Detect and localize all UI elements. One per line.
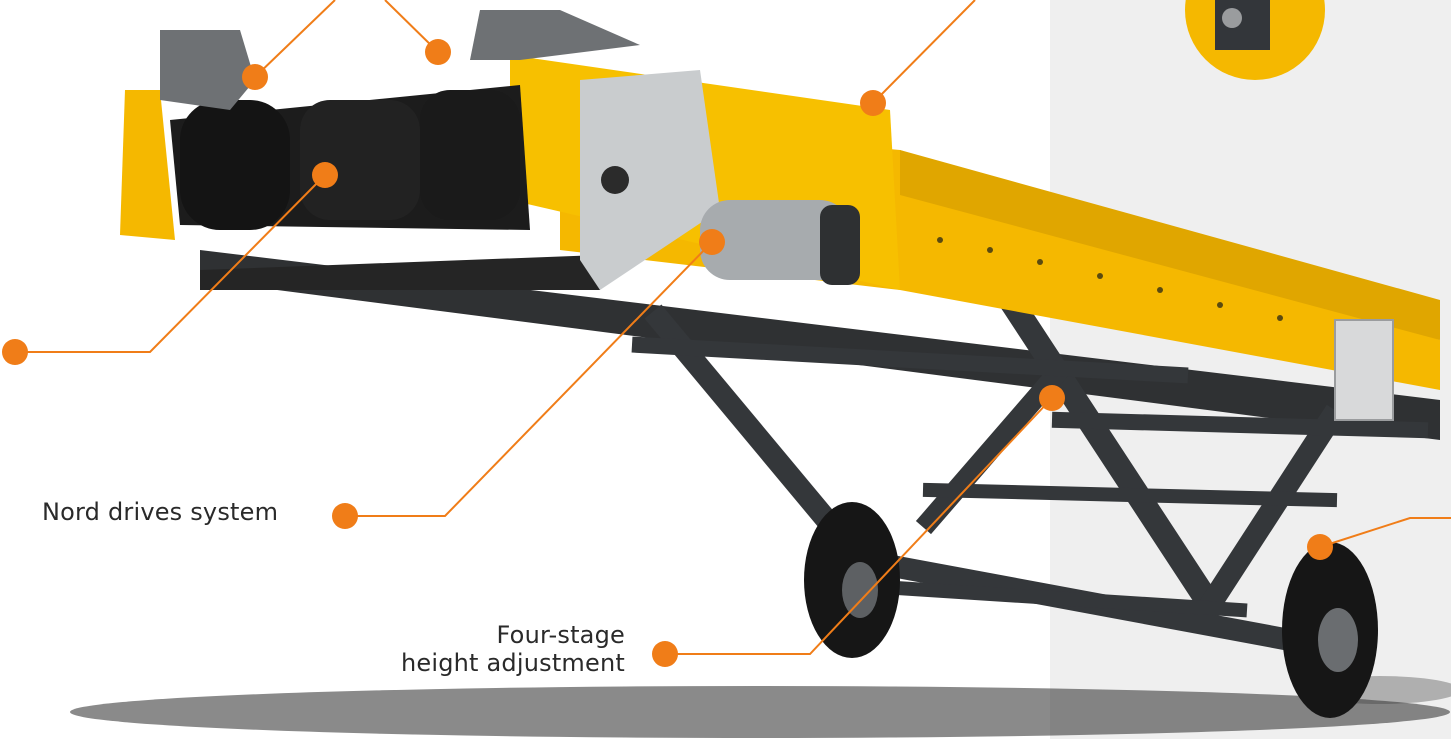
motor-icon [580,70,860,290]
support-frame [631,283,1429,653]
label-height-line1: Four-stage [496,621,625,649]
wheel-icon [804,502,1378,718]
control-box-icon [1334,319,1394,421]
callout-lines [15,0,1451,655]
hopper-guard-left [160,30,255,110]
callout-dot-icon [2,39,1333,667]
label-height-adjustment: Four-stage height adjustment [290,621,625,677]
underframe [200,250,1440,440]
hopper-guard-right [470,10,640,60]
label-nord-drives: Nord drives system [42,498,279,526]
floor-shadow [70,686,1450,738]
belt-drum [170,85,600,290]
label-height-line2: height adjustment [400,649,625,677]
